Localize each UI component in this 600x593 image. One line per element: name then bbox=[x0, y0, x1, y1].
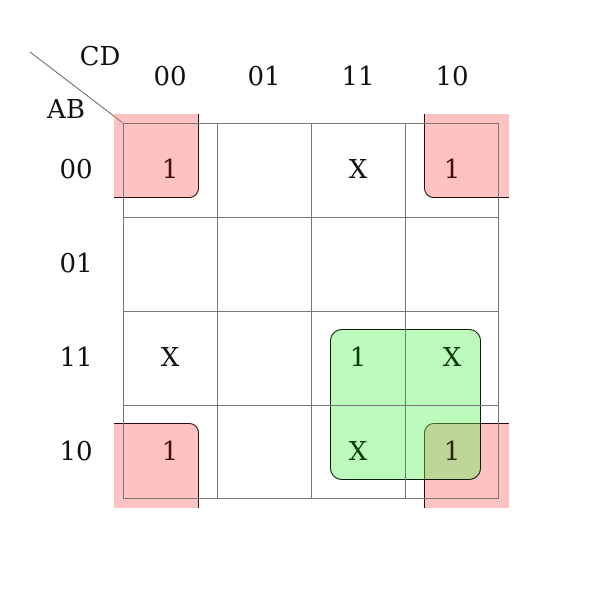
cell-01-00 bbox=[123, 217, 217, 311]
grid-line bbox=[123, 498, 499, 499]
row-label-01: 01 bbox=[59, 249, 93, 279]
col-label-00: 00 bbox=[153, 62, 187, 92]
col-label-11: 11 bbox=[341, 62, 375, 92]
grid-line bbox=[498, 123, 499, 498]
grid-line bbox=[123, 123, 124, 498]
cell-11-10: X bbox=[442, 343, 462, 373]
grid-line bbox=[217, 123, 218, 498]
cell-11-11: 1 bbox=[349, 343, 367, 373]
cell-10-11: X bbox=[348, 437, 368, 467]
cell-01-10 bbox=[405, 217, 499, 311]
grid-line bbox=[123, 405, 499, 406]
cell-00-00: 1 bbox=[161, 155, 179, 185]
cell-10-00: 1 bbox=[161, 437, 179, 467]
group-corner-top-left bbox=[114, 114, 199, 198]
grid-line bbox=[123, 123, 499, 124]
row-label-00: 00 bbox=[59, 155, 93, 185]
cell-10-01 bbox=[217, 405, 311, 499]
cell-01-01 bbox=[217, 217, 311, 311]
col-variable-label: CD bbox=[79, 42, 121, 72]
cell-10-10: 1 bbox=[443, 437, 461, 467]
cell-01-11 bbox=[311, 217, 405, 311]
group-corner-bottom-right bbox=[424, 423, 509, 508]
row-label-11: 11 bbox=[59, 343, 93, 373]
grid-line bbox=[311, 123, 312, 498]
row-variable-label: AB bbox=[47, 95, 85, 125]
row-label-10: 10 bbox=[59, 437, 93, 467]
col-label-01: 01 bbox=[247, 62, 281, 92]
cell-00-11: X bbox=[348, 155, 368, 185]
col-label-10: 10 bbox=[435, 62, 469, 92]
cell-00-01 bbox=[217, 123, 311, 217]
grid-line bbox=[123, 217, 499, 218]
cell-00-10: 1 bbox=[443, 155, 461, 185]
cell-11-01 bbox=[217, 311, 311, 405]
cell-11-00: X bbox=[160, 343, 180, 373]
grid-line bbox=[405, 123, 406, 498]
group-corner-top-right bbox=[424, 114, 509, 198]
grid-line bbox=[123, 311, 499, 312]
group-corner-bottom-left bbox=[114, 423, 199, 508]
